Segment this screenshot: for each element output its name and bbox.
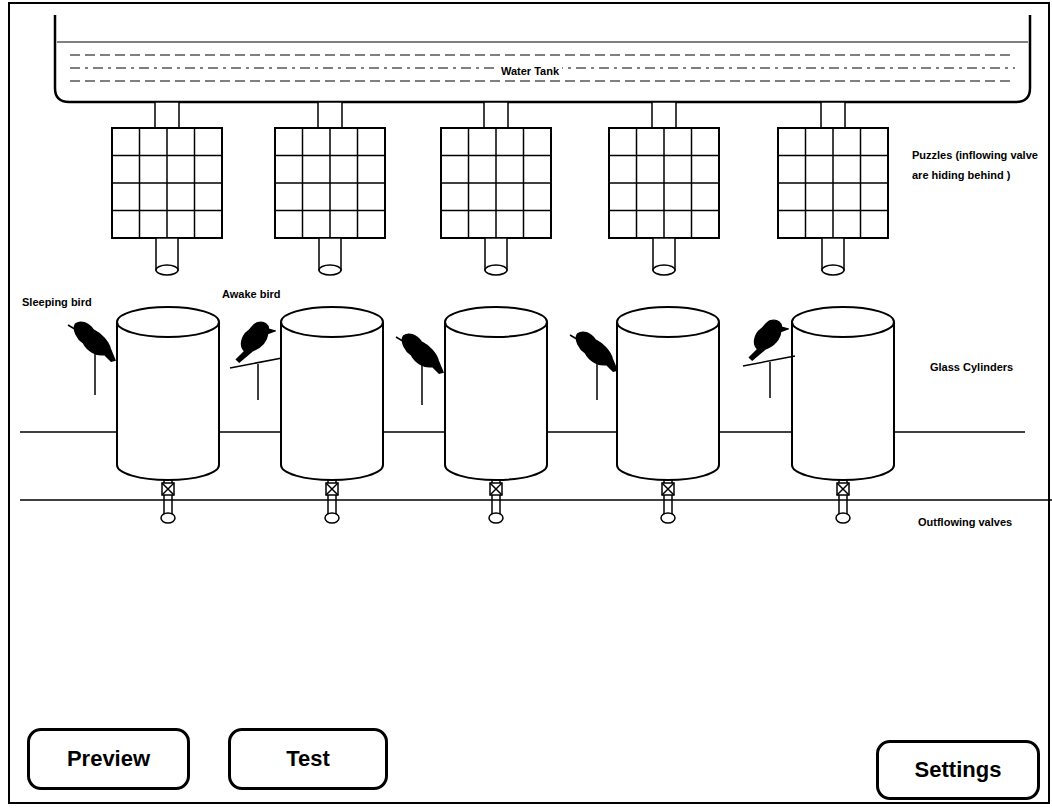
rail-line xyxy=(20,499,1052,501)
test-button: Test xyxy=(228,728,388,790)
parts-label: Glass Cylinders xyxy=(930,357,1045,377)
glass-cylinder xyxy=(445,307,547,523)
awake-bird xyxy=(743,320,795,398)
parts-label: Puzzles (inflowing valve are hiding behi… xyxy=(912,145,1042,185)
sleeping-bird xyxy=(396,334,443,405)
puzzle xyxy=(275,102,385,275)
puzzle xyxy=(112,102,222,275)
sleeping-bird xyxy=(570,332,617,400)
bird-label: Sleeping bird xyxy=(22,292,132,312)
button-label: Test xyxy=(286,746,330,772)
parts-label: Outflowing valves xyxy=(918,512,1043,532)
glass-cylinder xyxy=(792,307,894,523)
sleeping-bird xyxy=(68,322,115,395)
awake-bird xyxy=(230,322,282,400)
glass-cylinder xyxy=(617,307,719,523)
water-tank xyxy=(55,15,1030,102)
bird-label: Awake bird xyxy=(222,284,332,304)
preview-button: Preview xyxy=(27,728,190,790)
glass-cylinder xyxy=(117,307,219,523)
button-label: Water Tank xyxy=(498,65,562,77)
birds xyxy=(68,320,795,405)
puzzle xyxy=(778,102,888,275)
button-label: Preview xyxy=(67,746,150,772)
button-label: Settings xyxy=(915,757,1002,783)
puzzle xyxy=(609,102,719,275)
settings-button: Settings xyxy=(876,740,1040,800)
glass-cylinder xyxy=(281,307,383,523)
puzzle-cylinder-set xyxy=(112,102,894,523)
tank-label-box: Water Tank xyxy=(488,60,572,82)
frame xyxy=(9,3,1049,803)
puzzle xyxy=(441,102,551,275)
